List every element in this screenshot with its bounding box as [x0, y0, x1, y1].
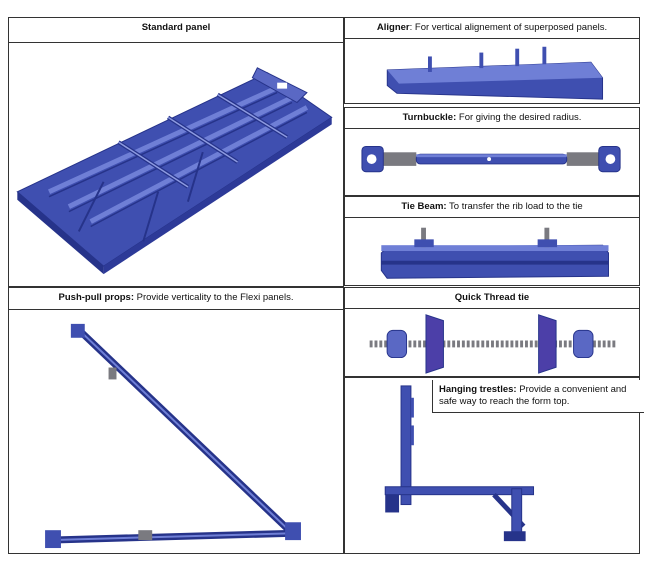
tie-beam-illustration: [345, 218, 639, 285]
tie-beam-caption: Tie Beam: To transfer the rib load to th…: [345, 197, 639, 218]
hanging-trestles-title: Hanging trestles:: [439, 384, 517, 395]
turnbuckle-desc: For giving the desired radius.: [456, 112, 582, 123]
hanging-trestles-illustration: [345, 378, 639, 553]
hanging-trestles-desc: Provide a convenient and safe way to rea…: [439, 384, 627, 407]
turnbuckle-cell: Turnbuckle: For giving the desired radiu…: [344, 107, 640, 196]
hanging-trestles-caption: Hanging trestles: Provide a convenient a…: [432, 380, 644, 413]
quick-thread-illustration: [345, 309, 639, 376]
push-pull-cell: Push-pull props: Provide verticality to …: [8, 287, 344, 554]
push-pull-drawing: [45, 323, 301, 549]
tie-beam-title: Tie Beam:: [401, 201, 447, 212]
turnbuckle-title: Turnbuckle:: [402, 112, 457, 123]
aligner-caption: Aligner: For vertical alignement of supe…: [345, 18, 639, 39]
quick-thread-cell: Quick Thread tie: [344, 287, 640, 377]
push-pull-caption: Push-pull props: Provide verticality to …: [9, 288, 343, 310]
aligner-illustration: [345, 39, 639, 103]
standard-panel-cell: Standard panel: [8, 17, 344, 287]
standard-panel-caption: Standard panel: [9, 18, 343, 43]
turnbuckle-drawing: [361, 145, 621, 173]
hanging-trestles-drawing: [384, 385, 535, 542]
hanging-trestles-cell: Hanging trestles: Provide a convenient a…: [344, 377, 644, 554]
aligner-desc: : For vertical alignement of superposed …: [409, 22, 608, 33]
standard-panel-drawing: [16, 67, 333, 275]
turnbuckle-caption: Turnbuckle: For giving the desired radiu…: [345, 108, 639, 129]
aligner-cell: Aligner: For vertical alignement of supe…: [344, 17, 640, 104]
standard-panel-illustration: [9, 43, 343, 286]
quick-thread-drawing: [369, 314, 617, 374]
turnbuckle-illustration: [345, 129, 639, 195]
quick-thread-title: Quick Thread tie: [454, 292, 530, 303]
standard-panel-title: Standard panel: [141, 22, 211, 33]
aligner-drawing: [386, 46, 604, 100]
quick-thread-caption: Quick Thread tie: [345, 288, 639, 309]
tie-beam-drawing: [380, 227, 610, 279]
tie-beam-cell: Tie Beam: To transfer the rib load to th…: [344, 196, 640, 286]
push-pull-desc: Provide verticality to the Flexi panels.: [134, 292, 294, 303]
push-pull-title: Push-pull props:: [58, 292, 134, 303]
tie-beam-desc: To transfer the rib load to the tie: [446, 201, 583, 212]
aligner-title: Aligner: [376, 22, 410, 33]
push-pull-illustration: [9, 310, 343, 553]
